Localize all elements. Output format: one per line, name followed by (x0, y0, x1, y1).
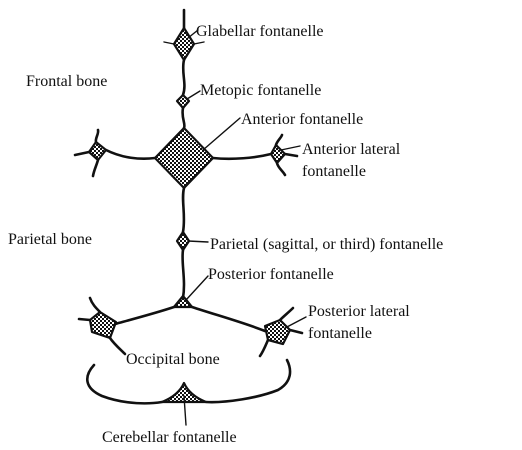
left-anterior-lateral-fontanelle-shape (89, 142, 106, 160)
right-anterior-lateral-fontanelle-shape (271, 145, 285, 163)
label-parietal-fontanelle: Parietal (sagittal, or third) fontanelle (210, 236, 443, 253)
right-lambdoid-suture (192, 307, 265, 331)
occipital-outline-left (87, 365, 162, 403)
label-anterior-fontanelle: Anterior fontanelle (241, 111, 363, 128)
leader-parietal (188, 241, 208, 242)
label-frontal-bone: Frontal bone (26, 73, 107, 90)
label-glabellar-fontanelle: Glabellar fontanelle (196, 23, 324, 40)
glabellar-fontanelle-shape (174, 28, 194, 60)
label-metopic-fontanelle: Metopic fontanelle (200, 82, 321, 99)
right-coronal-suture (213, 154, 271, 159)
left-coronal-suture (106, 150, 155, 159)
leader-metopic (187, 91, 200, 99)
label-posterior-lateral-line1: Posterior lateral (308, 303, 410, 320)
anterior-fontanelle-shape (155, 128, 213, 188)
label-anterior-lateral-line2: fontanelle (302, 163, 366, 180)
posterior-fontanelle-shape (174, 296, 192, 307)
metopic-fontanelle-shape (177, 95, 189, 108)
leader-posterior (186, 276, 208, 300)
left-lambdoid-suture (115, 307, 174, 324)
leader-posterior-lateral (285, 317, 306, 328)
label-cerebellar-fontanelle: Cerebellar fontanelle (102, 429, 237, 446)
label-anterior-lateral-line1: Anterior lateral (302, 141, 401, 158)
label-posterior-fontanelle: Posterior fontanelle (208, 266, 334, 283)
label-occipital-bone: Occipital bone (126, 351, 220, 368)
parietal-fontanelle-shape (177, 232, 189, 250)
label-posterior-lateral-line2: fontanelle (308, 325, 372, 342)
leader-anterior (203, 118, 240, 150)
leader-anterior-lateral (281, 146, 300, 150)
label-parietal-bone: Parietal bone (8, 231, 92, 248)
left-posterior-lateral-fontanelle-shape (90, 312, 116, 338)
